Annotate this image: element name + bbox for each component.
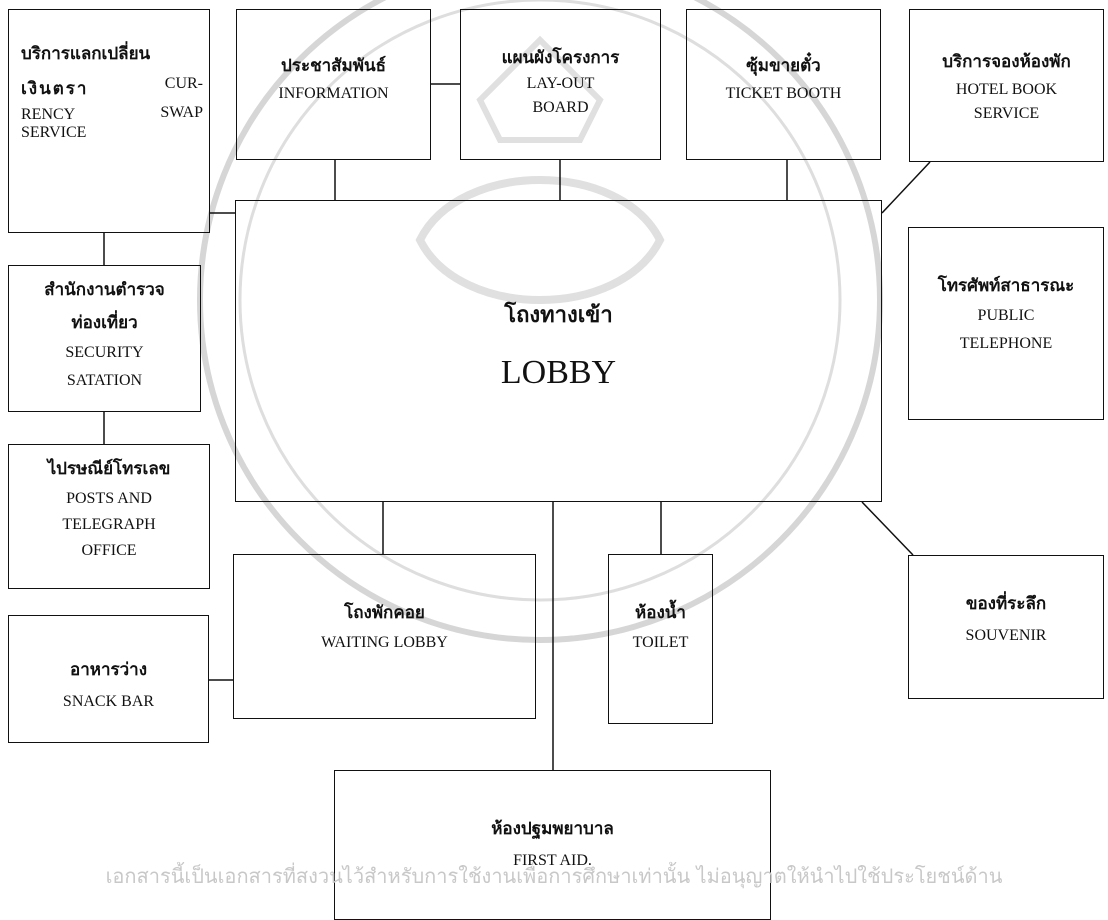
souvenir-box: ของที่ระลึก SOUVENIR [908,555,1104,699]
security-en1-label: SECURITY [65,344,144,361]
post-en1-label: POSTS AND [66,490,152,507]
layout-en1-label: LAY-OUT [526,75,595,92]
post-en2-label: TELEGRAPH [62,516,156,533]
hotel-booking-box: บริการจองห้องพัก HOTEL BOOK SERVICE [909,9,1104,162]
currency-th-label: บริการแลกเปลี่ยน [21,44,151,64]
public-telephone-box: โทรศัพท์สาธารณะ PUBLIC TELEPHONE [908,227,1104,420]
lobby-en-label: LOBBY [500,354,617,391]
lobby-th-label: โถงทางเข้า [504,303,613,328]
toilet-th-label: ห้องน้ำ [635,603,686,623]
line-hotel-lobby [881,161,931,214]
firstaid-th-label: ห้องปฐมพยาบาล [491,819,614,839]
souvenir-en-label: SOUVENIR [965,627,1047,644]
post-th-label: ไปรษณีย์โทรเลข [47,459,171,479]
hotel-en1-label: HOTEL BOOK [955,81,1058,98]
layout-board-box: แผนผังโครงการ LAY-OUT BOARD [460,9,661,160]
currency-en-b: RENCY [21,106,76,123]
waiting-lobby-box: โถงพักคอย WAITING LOBBY [233,554,536,719]
toilet-en-label: TOILET [632,634,689,651]
firstaid-en-label: FIRST AID. [513,852,592,869]
currency-en-d: SERVICE [21,124,87,141]
post-office-box: ไปรษณีย์โทรเลข POSTS AND TELEGRAPH OFFIC… [8,444,210,589]
information-th-label: ประชาสัมพันธ์ [281,56,386,76]
currency-swap-box: บริการแลกเปลี่ยน เงินตรา CUR- RENCY SWAP… [8,9,210,233]
ticket-th-label: ซุ้มขายตั๋ว [746,56,821,76]
post-en3-label: OFFICE [81,542,137,559]
snack-en-label: SNACK BAR [62,693,155,710]
phone-th-label: โทรศัพท์สาธารณะ [937,276,1075,296]
toilet-box: ห้องน้ำ TOILET [608,554,713,724]
phone-en1-label: PUBLIC [977,307,1035,324]
information-en-label: INFORMATION [278,85,389,102]
security-th1-label: สำนักงานตำรวจ [44,280,165,300]
waiting-th-label: โถงพักคอย [344,603,425,623]
first-aid-box: ห้องปฐมพยาบาล FIRST AID. [334,770,771,920]
lobby-box: โถงทางเข้า LOBBY [235,200,882,502]
currency-th2-label: เงินตรา [21,79,89,99]
security-en2-label: SATATION [66,372,143,389]
ticket-en-label: TICKET BOOTH [725,85,842,102]
hotel-th-label: บริการจองห้องพัก [942,52,1071,72]
currency-en-a: CUR- [164,75,203,92]
security-th2-label: ท่องเที่ยว [71,313,138,333]
layout-en2-label: BOARD [532,99,589,116]
phone-en2-label: TELEPHONE [959,335,1053,352]
snack-bar-box: อาหารว่าง SNACK BAR [8,615,209,743]
information-box: ประชาสัมพันธ์ INFORMATION [236,9,431,160]
security-station-box: สำนักงานตำรวจ ท่องเที่ยว SECURITY SATATI… [8,265,201,412]
layout-th-label: แผนผังโครงการ [501,48,620,68]
ticket-booth-box: ซุ้มขายตั๋ว TICKET BOOTH [686,9,881,160]
souvenir-th-label: ของที่ระลึก [965,594,1047,614]
hotel-en2-label: SERVICE [973,105,1040,122]
currency-en-c: SWAP [160,104,203,121]
footer-watermark-text: เอกสารนี้เป็นเอกสารที่สงวนไว้สำหรับการใช… [105,864,1003,888]
line-lobby-souvenir [861,501,914,556]
snack-th-label: อาหารว่าง [69,660,148,680]
waiting-en-label: WAITING LOBBY [321,634,448,651]
